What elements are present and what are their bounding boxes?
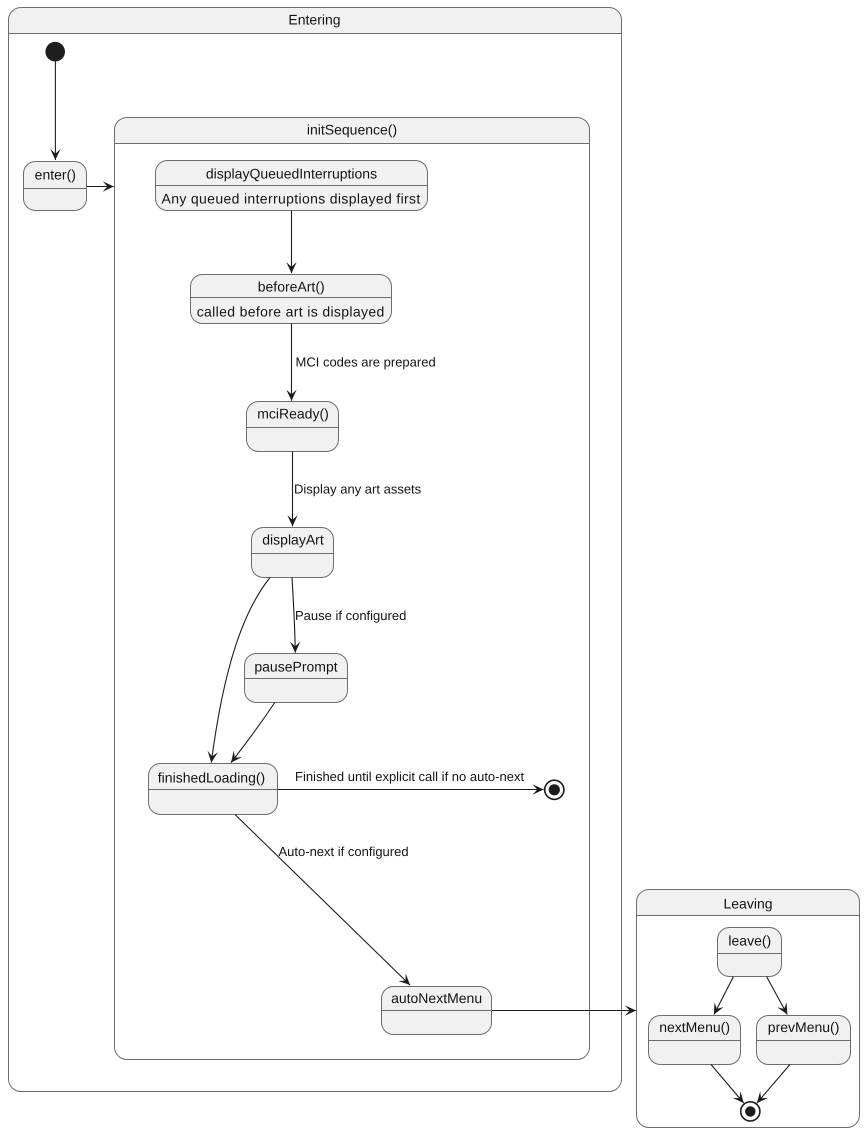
svg-text:finishedLoading(): finishedLoading() (158, 770, 265, 786)
svg-text:autoNextMenu: autoNextMenu (391, 990, 482, 1006)
svg-text:leave(): leave() (728, 933, 771, 949)
svg-text:Any queued interruptions displ: Any queued interruptions displayed first (162, 191, 421, 207)
svg-text:MCI codes are prepared: MCI codes are prepared (296, 355, 436, 370)
svg-text:enter(): enter() (35, 167, 76, 183)
svg-text:beforeArt(): beforeArt() (258, 279, 325, 295)
svg-text:Display any art assets: Display any art assets (294, 482, 422, 497)
svg-text:called before art is displayed: called before art is displayed (197, 304, 385, 320)
svg-text:Leaving: Leaving (723, 896, 772, 912)
svg-text:Pause if configured: Pause if configured (295, 608, 406, 623)
svg-text:displayArt: displayArt (262, 532, 324, 548)
svg-text:displayQueuedInterruptions: displayQueuedInterruptions (206, 166, 377, 182)
svg-text:prevMenu(): prevMenu() (768, 1019, 840, 1035)
svg-text:Entering: Entering (288, 12, 340, 28)
svg-text:Auto-next if configured: Auto-next if configured (279, 844, 409, 859)
svg-text:mciReady(): mciReady() (257, 406, 329, 422)
svg-text:initSequence(): initSequence() (307, 122, 397, 138)
svg-text:Finished until explicit call i: Finished until explicit call if no auto-… (295, 769, 524, 784)
svg-text:nextMenu(): nextMenu() (659, 1019, 730, 1035)
svg-text:pausePrompt: pausePrompt (254, 659, 337, 675)
